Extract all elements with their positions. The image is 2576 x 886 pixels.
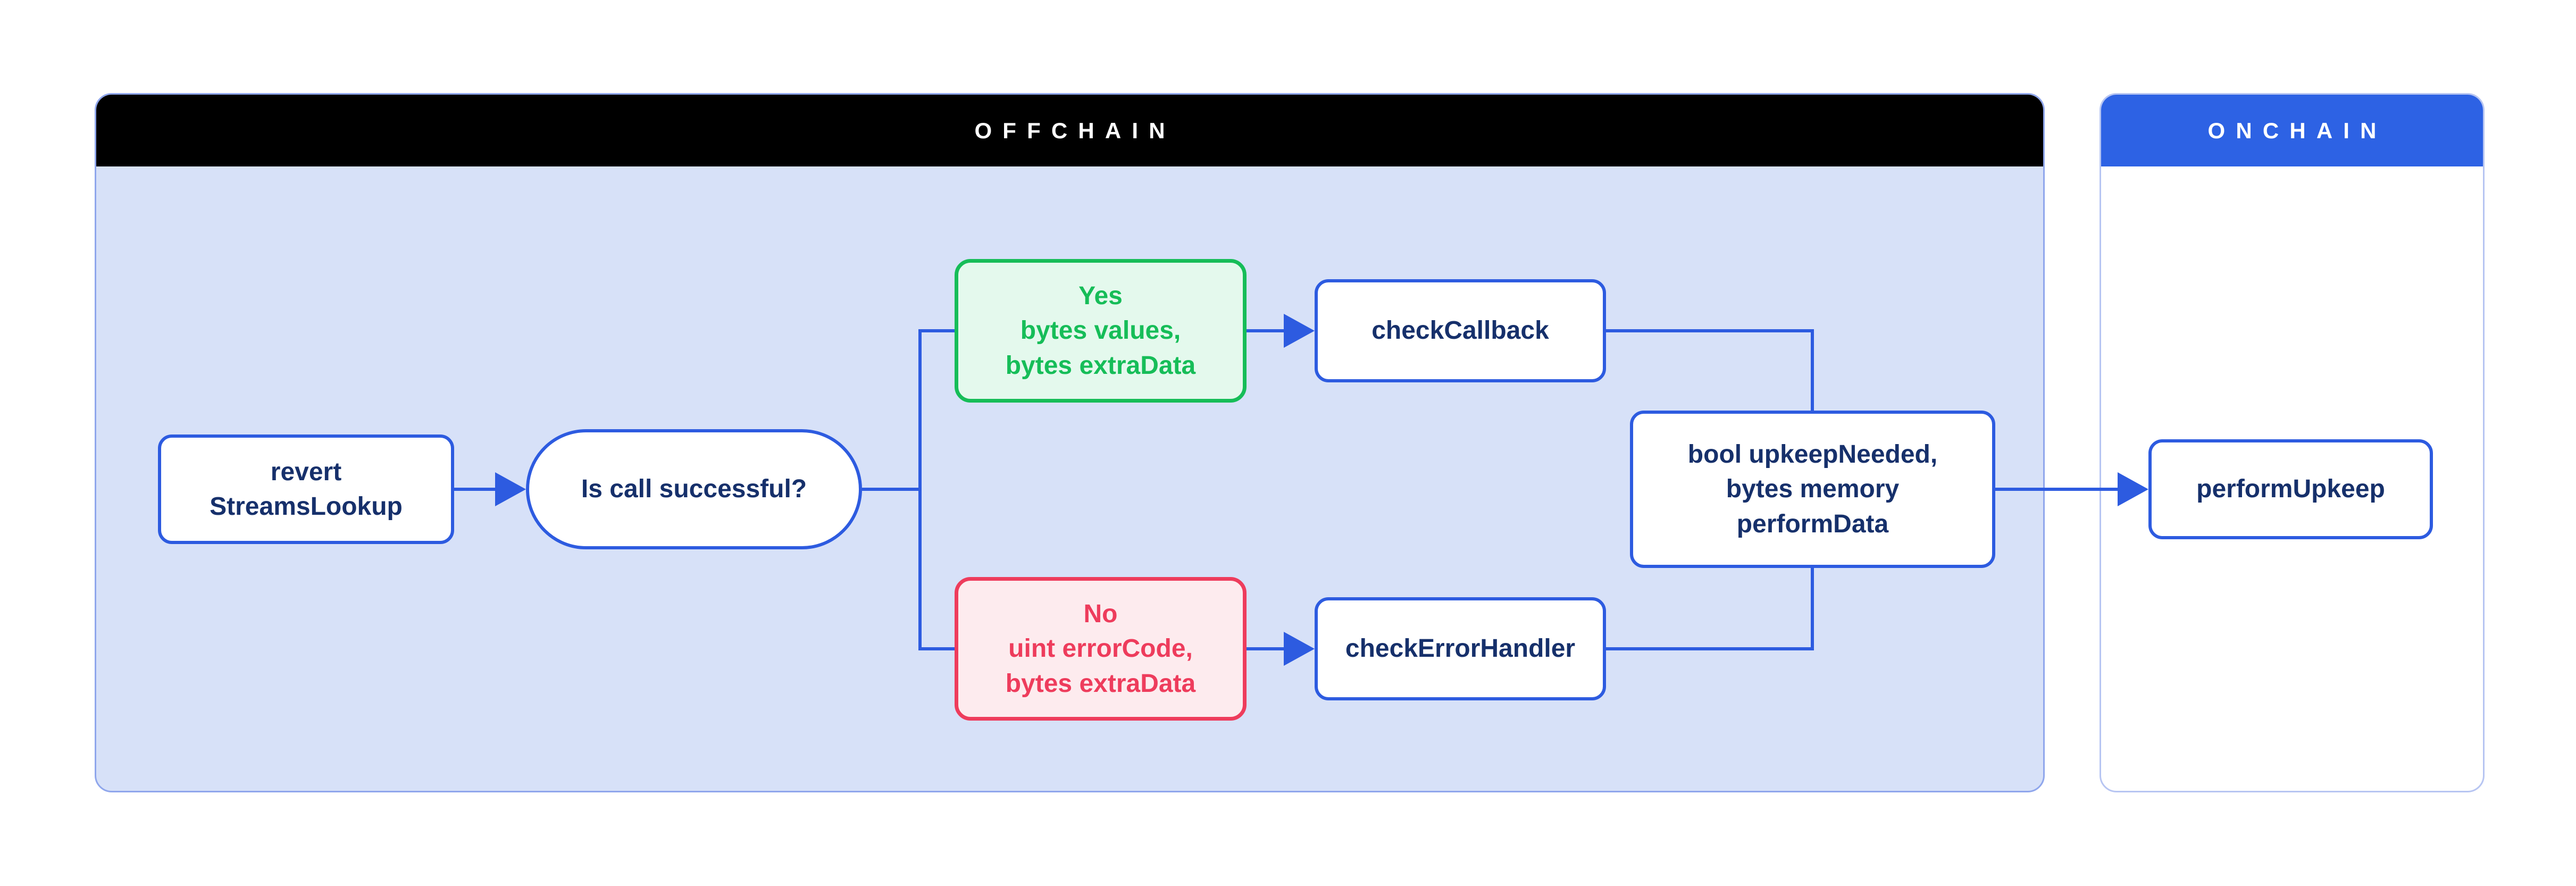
node-upkeep-result: bool upkeepNeeded, bytes memory performD… xyxy=(1630,411,1995,568)
offchain-header: OFFCHAIN xyxy=(96,95,2043,166)
onchain-header-label: ONCHAIN xyxy=(2207,118,2387,143)
node-line: checkErrorHandler xyxy=(1345,634,1576,663)
node-check-error-handler: checkErrorHandler xyxy=(1315,597,1606,700)
node-line: bytes extraData xyxy=(1005,669,1196,698)
onchain-header: ONCHAIN xyxy=(2101,95,2483,166)
node-line: bool upkeepNeeded, xyxy=(1687,440,1938,469)
node-line: bytes memory xyxy=(1726,475,1900,504)
node-yes-branch: Yes bytes values, bytes extraData xyxy=(955,259,1247,403)
node-revert-streamslookup: revert StreamsLookup xyxy=(158,434,454,544)
node-line: bytes extraData xyxy=(1005,351,1196,380)
node-no-branch: No uint errorCode, bytes extraData xyxy=(955,577,1247,721)
node-line: performData xyxy=(1736,509,1889,538)
node-line: checkCallback xyxy=(1371,316,1549,345)
node-line: StreamsLookup xyxy=(210,492,403,521)
node-line: revert xyxy=(270,457,342,486)
node-line: performUpkeep xyxy=(2196,475,2385,504)
node-line: uint errorCode, xyxy=(1008,634,1193,663)
node-line: bytes values, xyxy=(1020,316,1181,345)
offchain-header-label: OFFCHAIN xyxy=(974,118,1176,143)
node-check-callback: checkCallback xyxy=(1315,279,1606,382)
node-line: No xyxy=(1083,600,1118,629)
node-is-call-successful: Is call successful? xyxy=(526,429,862,549)
node-perform-upkeep: performUpkeep xyxy=(2148,439,2433,539)
node-line: Yes xyxy=(1078,282,1123,311)
node-line: Is call successful? xyxy=(581,475,807,504)
